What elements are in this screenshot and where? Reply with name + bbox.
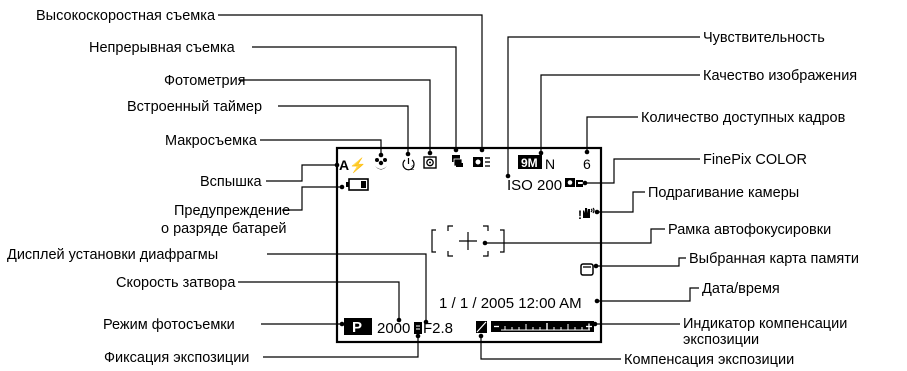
exp-comp-scale-icon: [491, 321, 594, 332]
label-battery-warning-1: Предупреждение: [174, 203, 290, 219]
metering-icon: [423, 156, 437, 169]
memory-card-icon: [580, 263, 594, 276]
label-shutter-speed: Скорость затвора: [116, 275, 236, 291]
mode-badge: P: [352, 319, 362, 336]
lcd-screen-frame: [335, 146, 603, 344]
continuous-icon: [452, 155, 463, 167]
label-high-speed: Высокоскоростная съемка: [36, 8, 216, 24]
af-frame-icon: [431, 225, 505, 257]
label-self-timer: Встроенный таймер: [127, 99, 262, 115]
quality-letter: N: [545, 156, 555, 172]
finepix-color-icon: [565, 178, 583, 187]
leader-lines-left: [218, 14, 485, 358]
shake-exclaim: !: [578, 208, 582, 222]
label-continuous: Непрерывная съемка: [89, 40, 236, 56]
aperture-value: F2.8: [423, 320, 453, 337]
datetime-display: 1 / 1 / 2005 12:00 AM: [439, 295, 582, 312]
label-date-time: Дата/время: [702, 281, 780, 297]
label-exp-comp-indicator-2: экспозиции: [683, 332, 759, 348]
label-image-quality: Качество изображения: [703, 68, 857, 84]
frames-count: 6: [583, 156, 591, 172]
svg-text:2: 2: [411, 166, 415, 172]
mode-badge-bg: [344, 318, 372, 335]
label-macro: Макросъемка: [165, 133, 258, 149]
battery-icon: [346, 178, 369, 191]
label-camera-shake: Подрагивание камеры: [648, 185, 799, 201]
ae-lock-icon: [414, 322, 422, 334]
camera-shake-icon: !: [578, 207, 595, 222]
label-flash: Вспышка: [200, 174, 262, 190]
exp-comp-icon: [476, 321, 487, 333]
high-speed-icon: [473, 157, 490, 167]
leader-lines-right: [478, 36, 700, 360]
macro-icon: [375, 158, 387, 170]
label-af-frame: Рамка автофокусировки: [668, 222, 831, 238]
self-timer-icon: 2: [402, 158, 415, 172]
label-exp-comp: Компенсация экспозиции: [624, 352, 794, 368]
shutter-speed-value: 2000: [377, 320, 410, 337]
label-battery-warning-2: о разряде батарей: [161, 221, 287, 237]
label-shooting-mode: Режим фотосъемки: [103, 317, 235, 333]
label-ae-lock: Фиксация экспозиции: [104, 350, 249, 366]
label-aperture-display: Дисплей установки диафрагмы: [7, 247, 218, 263]
label-frames-available: Количество доступных кадров: [641, 110, 846, 126]
quality-badge: 9M: [521, 156, 538, 170]
iso-value: ISO 200: [507, 177, 562, 194]
label-finepix-color: FinePix COLOR: [703, 152, 807, 168]
label-exp-comp-indicator-1: Индикатор компенсации: [683, 316, 847, 332]
label-metering: Фотометрия: [164, 73, 246, 89]
label-sensitivity: Чувствительность: [703, 30, 825, 46]
quality-badge-bg: [518, 155, 542, 169]
flash-indicator: A⚡: [339, 157, 367, 174]
label-memory-card: Выбранная карта памяти: [689, 251, 859, 267]
